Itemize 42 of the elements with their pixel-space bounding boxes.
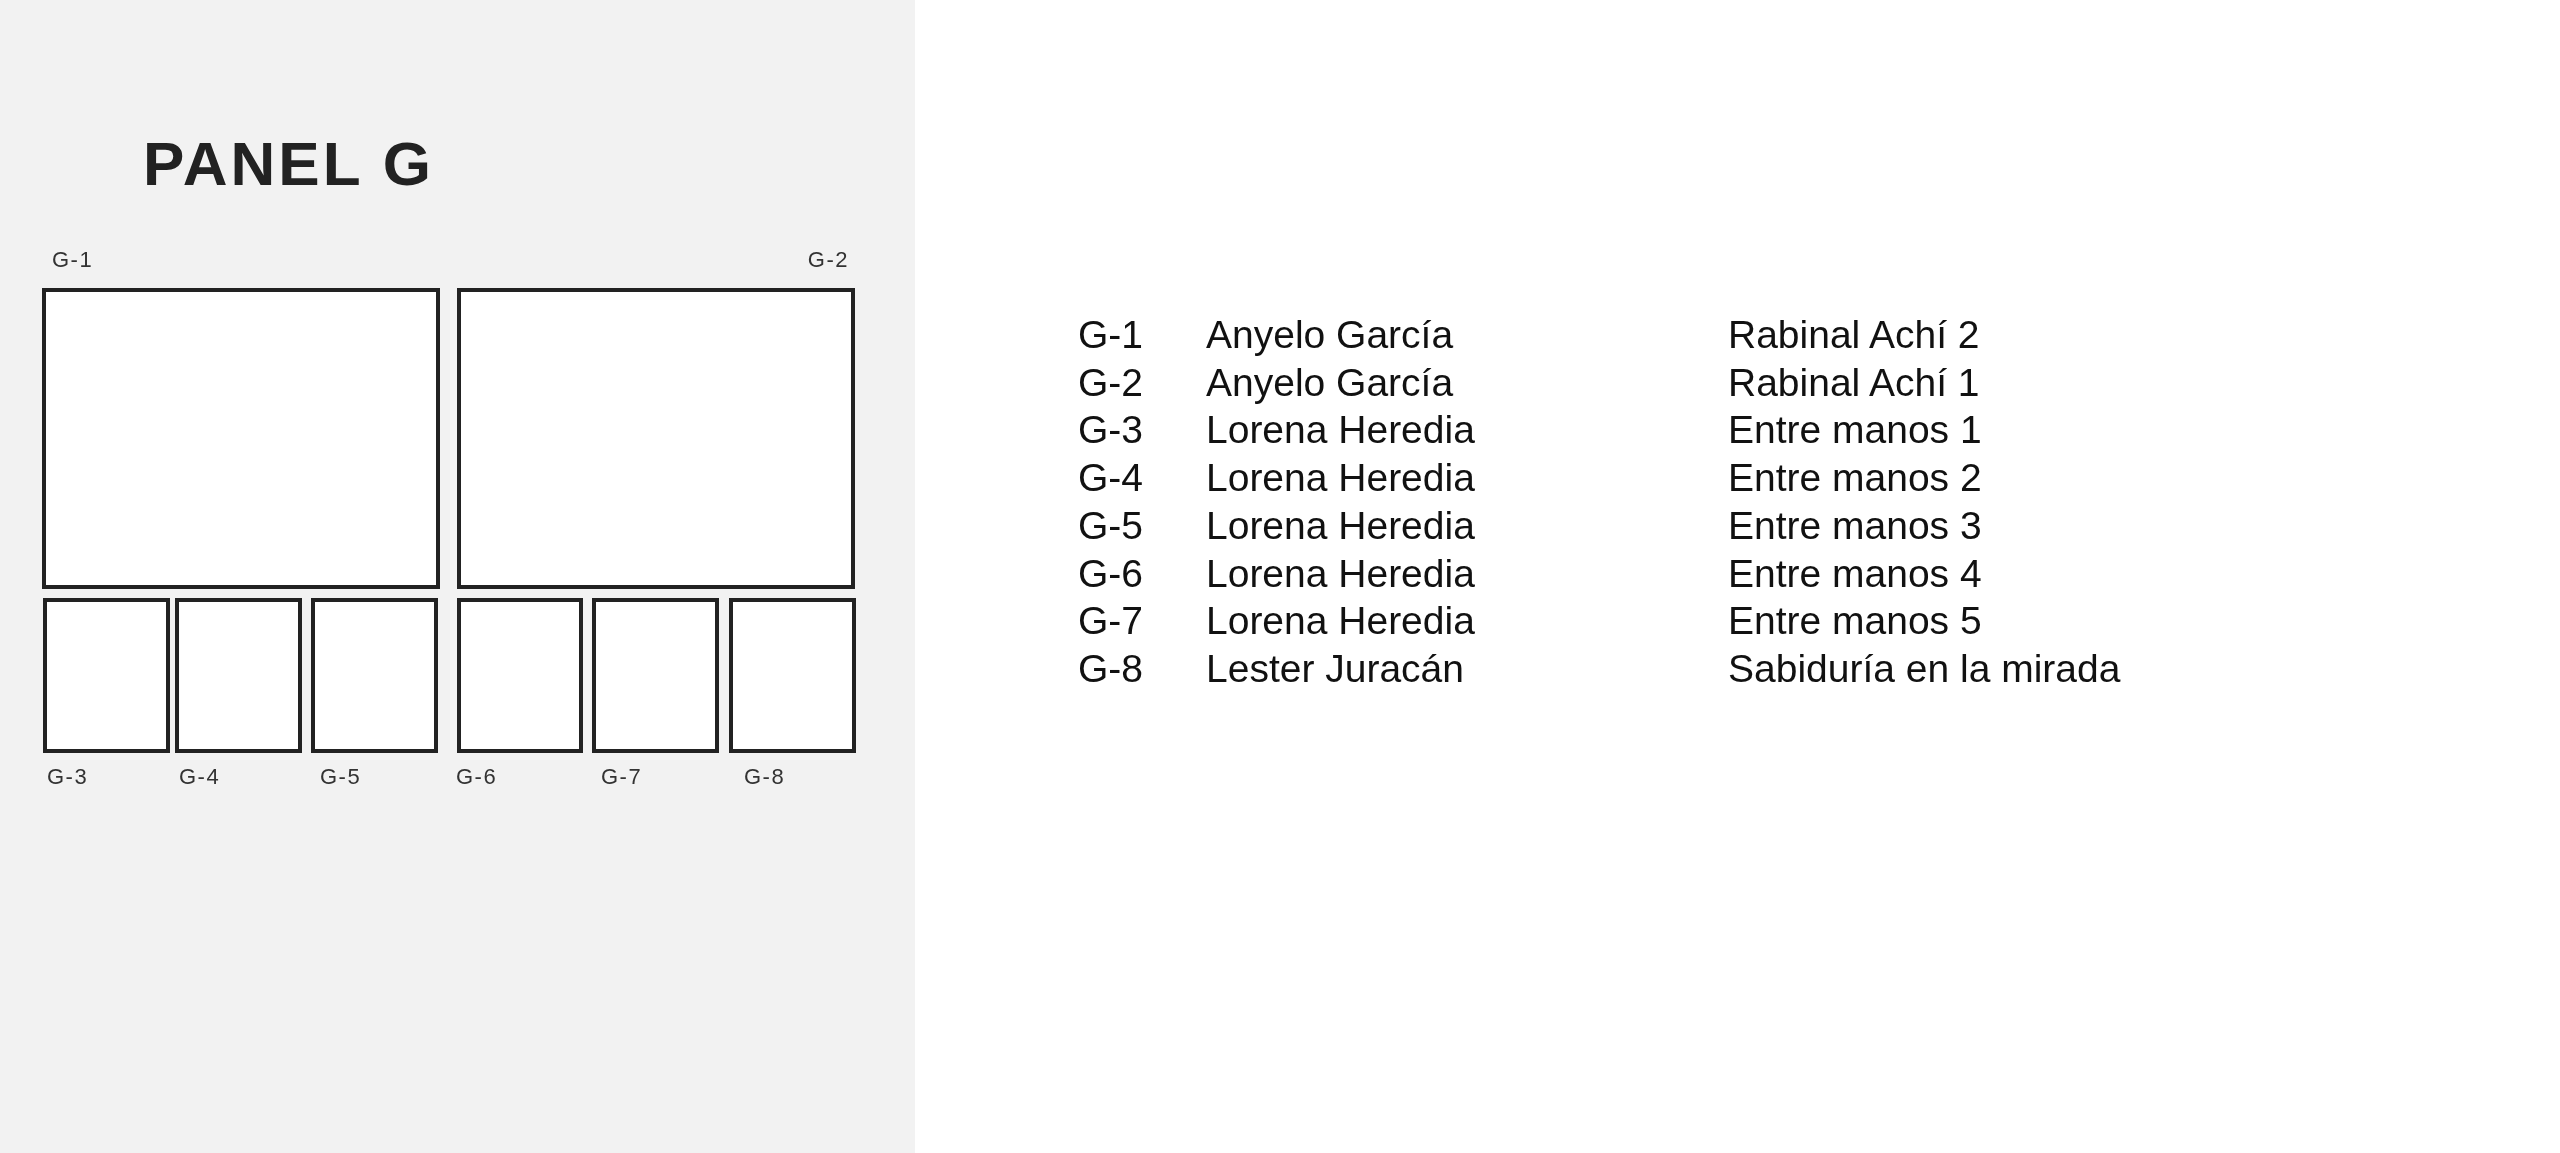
frame-code: G-4 [1078,458,1143,498]
frame-label: G-1 [52,249,94,271]
frame-label: G-5 [320,766,362,788]
artwork-frame [43,598,170,753]
frame-code: G-3 [1078,410,1143,450]
frame-code: G-5 [1078,505,1143,545]
artist-name: Lorena Heredia [1206,458,1475,498]
frame-code: G-8 [1078,648,1143,688]
frame-code: G-1 [1078,315,1143,354]
artwork-frame [592,598,719,753]
frame-code: G-7 [1078,601,1143,641]
artwork-title: Entre manos 2 [1728,458,1982,498]
panel-title: PANEL G [143,133,434,195]
artist-name: Lorena Heredia [1206,410,1475,450]
artwork-frame [42,288,440,589]
frame-label: G-2 [807,249,849,271]
artwork-title: Rabinal Achí 2 [1728,315,1980,354]
artist-name: Lorena Heredia [1206,505,1475,545]
frame-label: G-8 [744,766,786,788]
artist-name: Anyelo García [1206,362,1454,402]
frame-code: G-2 [1078,362,1143,402]
artist-name: Anyelo García [1206,315,1454,354]
artwork-title: Entre manos 5 [1728,601,1982,641]
frame-label: G-4 [179,766,221,788]
artist-name: Lorena Heredia [1206,601,1475,641]
artist-name: Lorena Heredia [1206,553,1475,593]
artwork-frame [311,598,438,753]
frame-label: G-7 [601,766,643,788]
artwork-frame [457,598,583,753]
artwork-title: Entre manos 1 [1728,410,1982,450]
artwork-title: Rabinal Achí 1 [1728,362,1980,402]
frame-label: G-6 [456,766,498,788]
artwork-title: Entre manos 3 [1728,505,1982,545]
artwork-title: Sabiduría en la mirada [1728,648,2121,688]
artwork-frame [175,598,302,753]
artist-name: Lester Juracán [1206,648,1464,688]
frame-label: G-3 [47,766,89,788]
frame-code: G-6 [1078,553,1143,593]
artwork-title: Entre manos 4 [1728,553,1982,593]
artwork-frame [729,598,856,753]
artwork-frame [457,288,855,589]
panel-background [0,0,915,1153]
